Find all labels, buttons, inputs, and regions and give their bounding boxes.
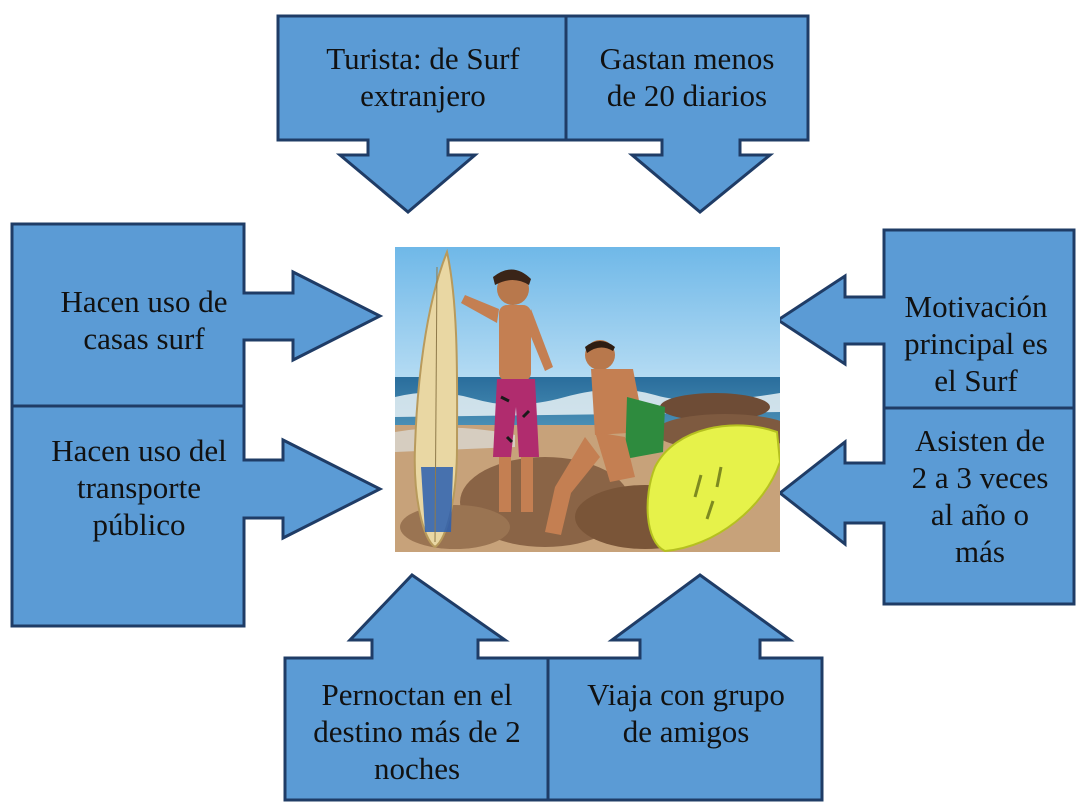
callout-left-lower-arrow — [10, 404, 384, 628]
callout-line: casas surf — [83, 321, 205, 356]
callout-line: Asisten de — [914, 423, 1045, 458]
callout-line: Gastan menos — [599, 41, 775, 76]
callout-top-right-arrow — [564, 14, 810, 214]
callout-line: Motivación — [904, 289, 1048, 324]
callout-line: Pernoctan en el — [321, 677, 513, 712]
callout-line: transporte — [77, 470, 201, 505]
callout-line: al año o — [930, 497, 1030, 532]
callout-right-lower-arrow — [777, 406, 1076, 606]
callout-bottom-right-arrow — [546, 573, 824, 802]
callout-line: de amigos — [622, 714, 750, 749]
callout-line: principal es — [904, 326, 1048, 361]
surfers-photo-icon — [395, 247, 780, 552]
callout-line: público — [92, 507, 186, 542]
callout-line: extranjero — [360, 78, 486, 113]
callout-line: Hacen uso de — [60, 284, 228, 319]
callout-line: Turista: de Surf — [326, 41, 520, 76]
callout-line: el Surf — [934, 363, 1018, 398]
callout-line: Hacen uso del — [51, 433, 227, 468]
callout-line: destino más de 2 — [313, 714, 521, 749]
callout-line: de 20 diarios — [606, 78, 768, 113]
callout-line: Viaja con grupo — [587, 677, 785, 712]
callout-line: más — [955, 534, 1005, 569]
callout-line: 2 a 3 veces — [911, 460, 1049, 495]
callout-line: noches — [373, 751, 461, 786]
